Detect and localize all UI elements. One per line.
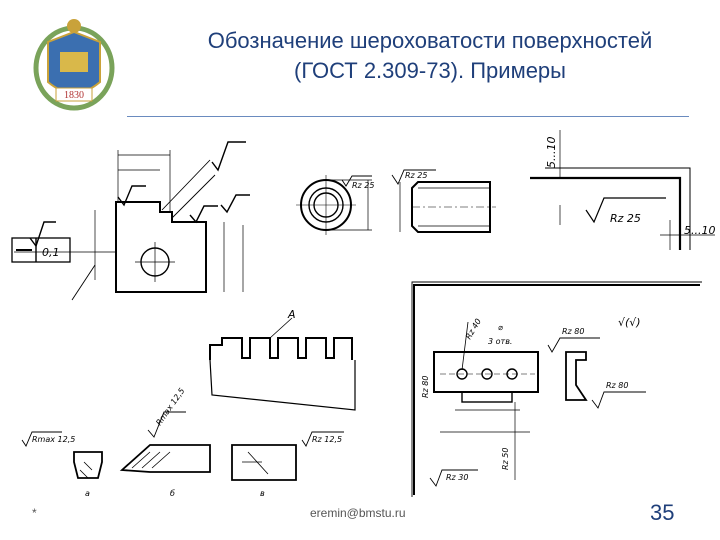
rmax-a-label: Rmax 12,5 bbox=[32, 435, 75, 444]
threaded-part-view bbox=[391, 169, 496, 233]
rmax-b-label: Rmax 12,5 bbox=[154, 386, 186, 427]
footer-star: * bbox=[32, 506, 37, 520]
rz25-bushing-label: Rz 25 bbox=[352, 181, 374, 190]
plate-bracket-view bbox=[411, 281, 702, 497]
rz25-corner-label: Rz 25 bbox=[610, 212, 641, 225]
bushing-front-view bbox=[296, 175, 372, 235]
sub-c-label: в bbox=[260, 489, 265, 498]
title-line-1: Обозначение шероховатости поверхностей bbox=[207, 28, 653, 53]
flatness-value: 0,1 bbox=[42, 246, 60, 259]
rz-c-label: Rz 12,5 bbox=[312, 435, 342, 444]
rz80-top-label: Rz 80 bbox=[562, 327, 584, 336]
slide-title: Обозначение шероховатости поверхностей (… bbox=[150, 26, 710, 86]
rz25-thread-label: Rz 25 bbox=[405, 171, 427, 180]
view-label-a: A bbox=[287, 308, 296, 321]
rz30-label: Rz 30 bbox=[446, 473, 468, 482]
logo-year: 1830 bbox=[64, 90, 84, 101]
rz80-left-label: Rz 80 bbox=[421, 376, 430, 398]
dim-5-10-horizontal: 5...10 bbox=[684, 224, 716, 237]
title-divider bbox=[127, 116, 689, 117]
title-line-2: (ГОСТ 2.309-73). Примеры bbox=[294, 58, 566, 83]
dim-5-10-vertical: 5...10 bbox=[545, 137, 558, 169]
diameter-symbol: ⌀ bbox=[498, 323, 503, 332]
holes-count: 3 отв. bbox=[488, 337, 512, 346]
sub-b-label: б bbox=[170, 489, 175, 498]
sub-a-label: а bbox=[85, 489, 90, 498]
general-roughness-symbol: √(√) bbox=[618, 316, 641, 329]
rz80-right-label: Rz 80 bbox=[606, 381, 628, 390]
university-logo: 1830 bbox=[33, 19, 115, 111]
stepped-part-drawing bbox=[11, 141, 250, 301]
comb-part-view bbox=[209, 317, 356, 411]
surface-examples-row bbox=[21, 411, 344, 481]
page-number: 35 bbox=[650, 500, 675, 525]
footer-email: eremin@bmstu.ru bbox=[310, 506, 406, 520]
corner-surface-view bbox=[530, 130, 715, 250]
rz50-label: Rz 50 bbox=[501, 448, 510, 470]
